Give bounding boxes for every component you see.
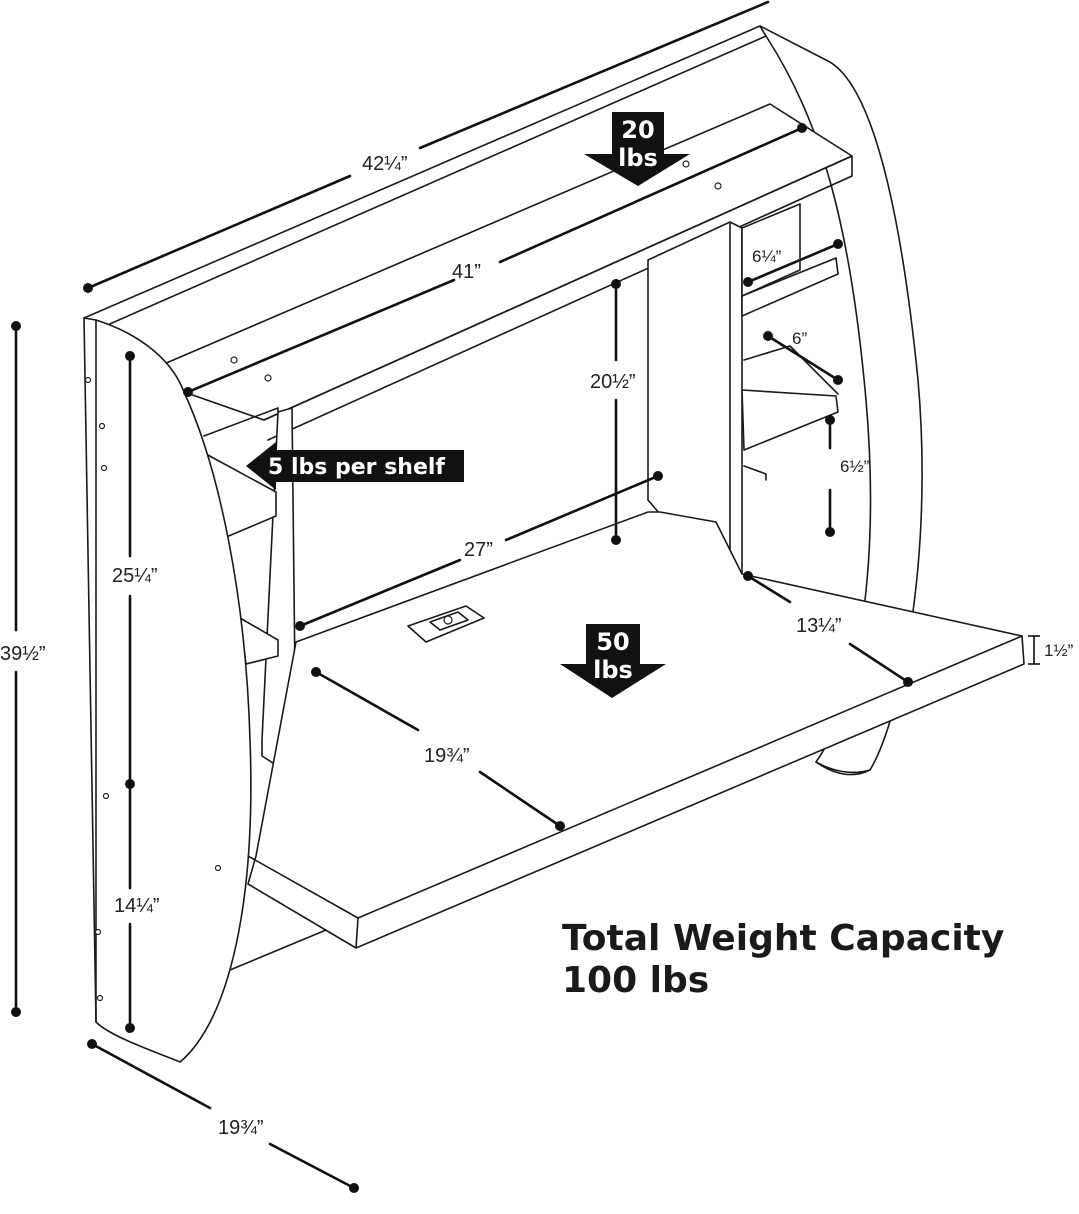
dimension-labels: 42¼” 41” 20½” 6¼” 6” 6½” 39½” 25¼” 14¼” …: [0, 153, 1074, 1139]
total-capacity: Total Weight Capacity 100 lbs: [562, 918, 1004, 1001]
label-shelf-width: 41”: [452, 261, 481, 283]
label-desk-depth: 19¾”: [424, 745, 470, 767]
label-overall-width: 42¼”: [362, 153, 408, 175]
load-desk-arrow: 50 lbs: [560, 624, 666, 698]
label-lower-side-height: 14¼”: [114, 895, 160, 917]
right-small-shelf-1: [741, 203, 801, 297]
label-desk-thickness: 1½”: [1044, 641, 1074, 660]
label-small-shelf-depth: 6¼”: [752, 247, 782, 266]
load-top-shelf-arrow: 20 lbs: [584, 112, 690, 186]
total-capacity-value: 100 lbs: [562, 960, 709, 1001]
load-top-shelf-value: 20: [621, 116, 654, 144]
label-upper-side-height: 25¼”: [112, 565, 158, 587]
load-desk-unit: lbs: [593, 656, 633, 684]
right-side-panel: [759, 25, 923, 776]
load-side-shelves-label: 5 lbs per shelf: [268, 455, 445, 480]
load-desk-value: 50: [596, 628, 629, 656]
label-overall-depth: 19¾”: [218, 1117, 264, 1139]
right-small-shelf-2: [741, 257, 839, 317]
label-small-shelf-height: 6½”: [840, 457, 870, 476]
load-side-shelves-arrow: 5 lbs per shelf: [246, 442, 464, 490]
label-desk-right-depth: 13¼”: [796, 615, 842, 637]
desk-drawing: [83, 25, 1025, 1063]
label-upper-opening-height: 20½”: [590, 371, 636, 393]
right-small-shelf-3: [741, 389, 839, 451]
total-capacity-title: Total Weight Capacity: [562, 918, 1004, 959]
label-small-shelf-depth-b: 6”: [792, 329, 807, 348]
label-overall-height: 39½”: [0, 643, 46, 665]
dimension-lines: [11, 0, 1040, 1193]
left-side-panel: [83, 317, 252, 1063]
load-top-shelf-unit: lbs: [618, 144, 658, 172]
cable-grommet: [407, 605, 485, 643]
label-desk-opening-width: 27”: [464, 539, 493, 561]
